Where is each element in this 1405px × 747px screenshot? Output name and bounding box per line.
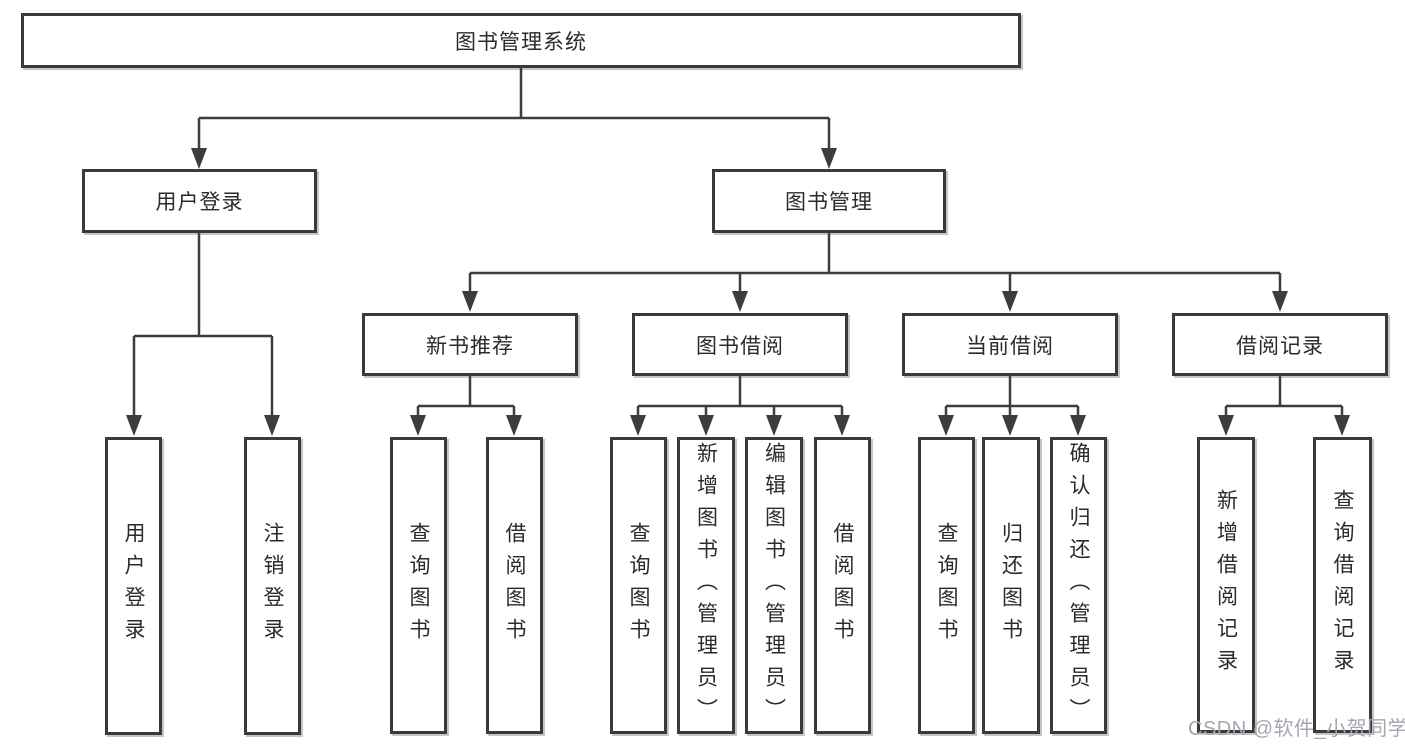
node-current-borrow-label: 当前借阅 — [966, 334, 1054, 358]
node-leaf-borrow-book-2-label: 借阅图书 — [831, 521, 854, 650]
node-borrow-records-label: 借阅记录 — [1236, 334, 1324, 358]
arrow-icon — [1218, 415, 1234, 436]
node-leaf-query-borrow-record: 查询借阅记录 — [1313, 437, 1372, 733]
arrow-icon — [766, 415, 782, 436]
node-book-mgmt: 图书管理 — [712, 169, 946, 233]
watermark: CSDN @软件_小贺同学 — [1188, 718, 1405, 740]
node-leaf-add-book-admin-label: 新增图书（管理员） — [694, 441, 718, 730]
node-leaf-edit-book-admin-label: 编辑图书（管理员） — [762, 441, 786, 730]
connector-root — [197, 68, 831, 150]
arrow-icon — [1070, 415, 1086, 436]
node-leaf-edit-book-admin: 编辑图书（管理员） — [745, 437, 803, 734]
node-new-book-recommend-label: 新书推荐 — [426, 334, 514, 358]
node-user-login: 用户登录 — [82, 169, 317, 233]
node-root-label: 图书管理系统 — [455, 30, 587, 54]
arrow-icon — [834, 415, 850, 436]
node-new-book-recommend: 新书推荐 — [362, 313, 578, 376]
arrow-icon — [1002, 415, 1018, 436]
connector-new-book — [416, 376, 516, 418]
node-leaf-query-book-2: 查询图书 — [610, 437, 667, 734]
node-leaf-logout-label: 注销登录 — [261, 522, 284, 650]
node-book-borrow: 图书借阅 — [632, 313, 848, 376]
arrow-icon — [191, 148, 207, 169]
node-current-borrow: 当前借阅 — [902, 313, 1118, 376]
node-leaf-add-book-admin: 新增图书（管理员） — [677, 437, 735, 734]
arrow-icon — [732, 291, 748, 312]
connector-book-mgmt — [468, 233, 1282, 294]
connector-book-borrow — [636, 376, 844, 418]
node-leaf-add-borrow-record-label: 新增借阅记录 — [1214, 489, 1238, 681]
node-leaf-borrow-book-1: 借阅图书 — [486, 437, 543, 734]
node-leaf-borrow-book-2: 借阅图书 — [814, 437, 871, 734]
connector-user-login — [132, 233, 274, 417]
arrow-icon — [821, 148, 837, 169]
arrow-icon — [1272, 291, 1288, 312]
node-leaf-query-book-2-label: 查询图书 — [627, 521, 650, 650]
arrow-icon — [410, 415, 426, 436]
node-leaf-add-borrow-record: 新增借阅记录 — [1197, 437, 1255, 733]
node-leaf-borrow-book-1-label: 借阅图书 — [503, 521, 526, 650]
node-leaf-query-book-1-label: 查询图书 — [407, 521, 430, 650]
node-user-login-label: 用户登录 — [155, 191, 244, 214]
node-root: 图书管理系统 — [21, 13, 1021, 68]
node-leaf-logout: 注销登录 — [244, 437, 301, 735]
arrow-icon — [630, 415, 646, 436]
node-book-borrow-label: 图书借阅 — [696, 334, 784, 358]
node-leaf-query-borrow-record-label: 查询借阅记录 — [1331, 489, 1354, 681]
node-leaf-user-login-label: 用户登录 — [122, 522, 145, 650]
node-leaf-return-book: 归还图书 — [982, 437, 1040, 734]
node-leaf-query-book-1: 查询图书 — [390, 437, 447, 734]
node-leaf-return-book-label: 归还图书 — [999, 521, 1023, 650]
node-leaf-confirm-return-admin: 确认归还（管理员） — [1050, 437, 1107, 734]
node-leaf-query-book-3-label: 查询图书 — [935, 521, 958, 650]
node-leaf-confirm-return-admin-label: 确认归还（管理员） — [1067, 441, 1090, 730]
arrow-icon — [126, 415, 142, 436]
connector-current-borrow — [944, 376, 1080, 418]
arrow-icon — [264, 415, 280, 436]
arrow-icon — [506, 415, 522, 436]
connector-borrow-records — [1224, 376, 1344, 418]
node-leaf-query-book-3: 查询图书 — [918, 437, 975, 734]
node-book-mgmt-label: 图书管理 — [785, 191, 873, 214]
arrow-icon — [1334, 415, 1350, 436]
node-borrow-records: 借阅记录 — [1172, 313, 1388, 376]
arrow-icon — [938, 415, 954, 436]
arrow-icon — [698, 415, 714, 436]
node-leaf-user-login: 用户登录 — [105, 437, 162, 735]
arrow-icon — [462, 291, 478, 312]
arrow-icon — [1002, 291, 1018, 312]
